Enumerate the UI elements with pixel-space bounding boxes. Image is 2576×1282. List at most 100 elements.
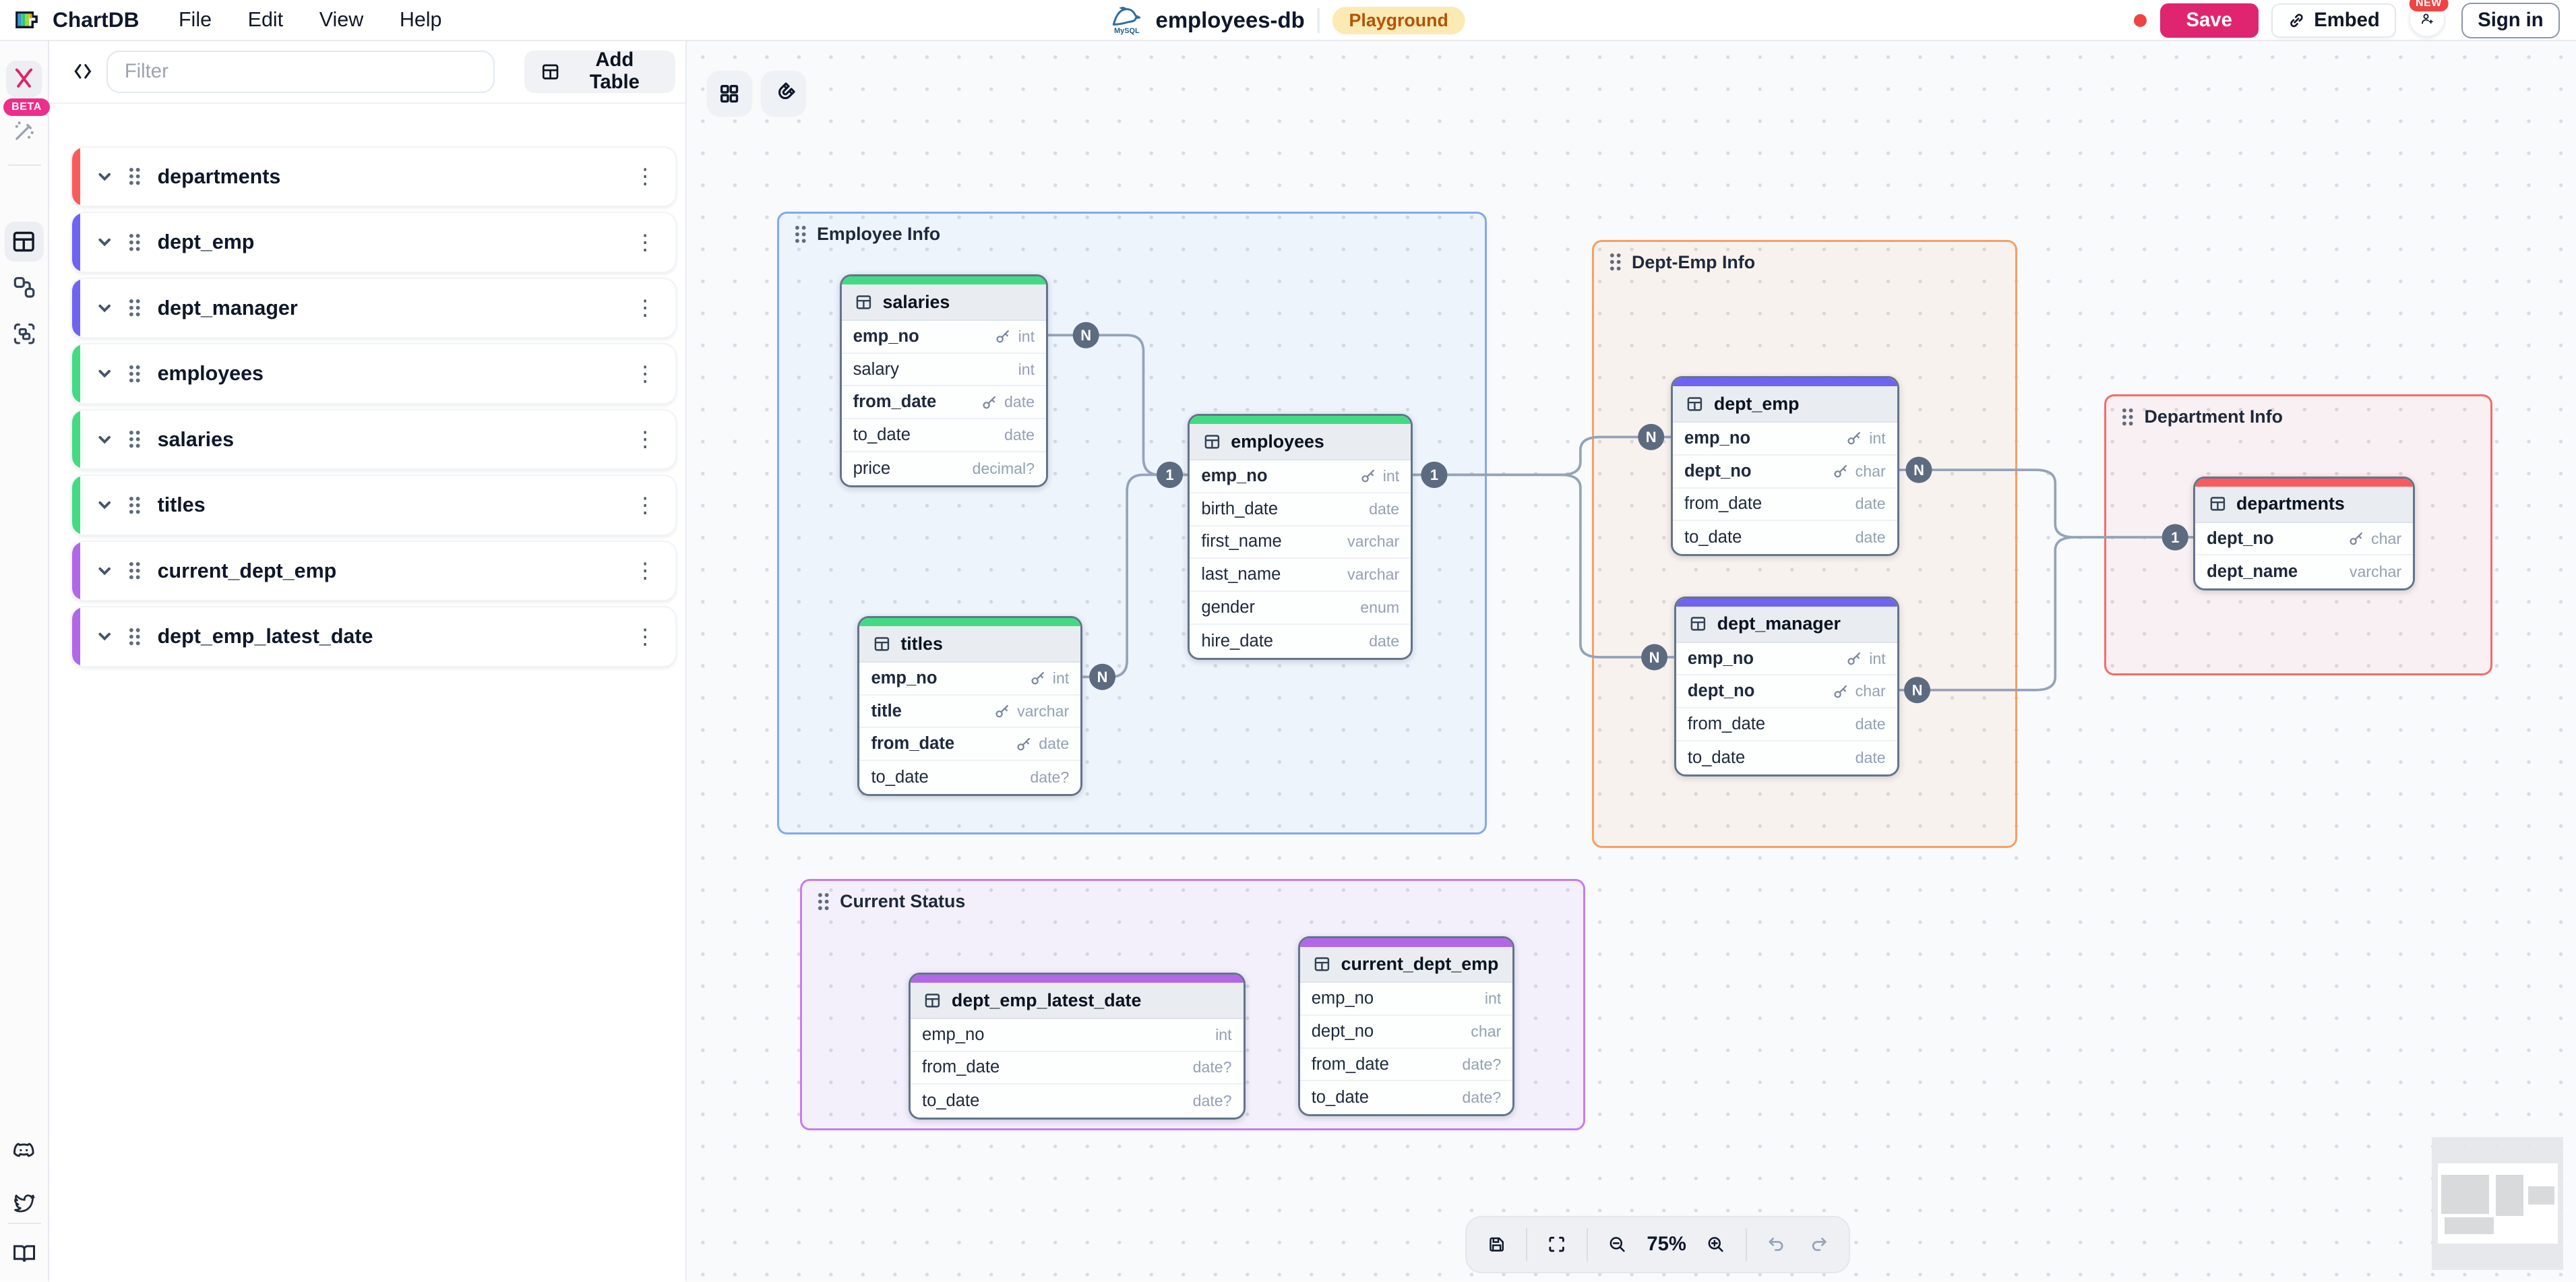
table-header[interactable]: dept_manager (1676, 607, 1897, 643)
table-header[interactable]: current_dept_emp (1299, 946, 1513, 983)
kebab-menu-icon[interactable]: ⋮ (634, 558, 656, 583)
drag-handle-icon[interactable] (128, 561, 142, 580)
table-header[interactable]: dept_emp (1672, 386, 1897, 423)
sidebar-table-item-employees[interactable]: employees⋮ (70, 343, 677, 404)
kebab-menu-icon[interactable]: ⋮ (634, 623, 656, 648)
redo-icon[interactable] (1800, 1225, 1839, 1264)
zoom-in-icon[interactable] (1696, 1225, 1736, 1264)
layout-grid-button[interactable] (708, 72, 751, 115)
relationships-panel-icon[interactable] (4, 268, 44, 307)
field-meta: date (1856, 495, 1886, 513)
area-title: Current Status (840, 890, 966, 911)
chevron-down-icon[interactable] (96, 563, 113, 579)
code-view-icon[interactable] (72, 61, 94, 82)
kebab-menu-icon[interactable]: ⋮ (634, 361, 656, 386)
field-name: to_date (871, 768, 929, 787)
chevron-down-icon[interactable] (96, 628, 113, 644)
table-header[interactable]: departments (2195, 487, 2414, 523)
field-name: emp_no (1687, 648, 1754, 668)
chevron-down-icon[interactable] (96, 169, 113, 185)
magic-wand-icon[interactable] (6, 113, 42, 150)
drag-handle-icon[interactable] (128, 495, 142, 515)
menu-item-file[interactable]: File (178, 7, 212, 31)
chevron-down-icon[interactable] (96, 365, 113, 381)
sidebar-table-item-titles[interactable]: titles⋮ (70, 475, 677, 536)
menu-item-help[interactable]: Help (399, 7, 442, 31)
unsaved-changes-dot (2133, 13, 2147, 28)
kebab-menu-icon[interactable]: ⋮ (634, 492, 656, 517)
table-header[interactable]: dept_emp_latest_date (910, 983, 1244, 1019)
key-icon (1016, 736, 1032, 752)
chevron-down-icon[interactable] (96, 431, 113, 448)
undo-icon[interactable] (1756, 1225, 1796, 1264)
save-diagram-icon[interactable] (1477, 1225, 1516, 1264)
sidebar-table-item-dept_emp_latest_date[interactable]: dept_emp_latest_date⋮ (70, 606, 677, 667)
zoom-level[interactable]: 75% (1647, 1233, 1686, 1255)
table-header[interactable]: titles (859, 626, 1081, 663)
area-label: Employee Info (779, 214, 1485, 245)
drag-handle-icon[interactable] (128, 233, 142, 252)
kebab-menu-icon[interactable]: ⋮ (634, 229, 656, 254)
twitter-icon[interactable] (4, 1184, 44, 1224)
table-header[interactable]: salaries (841, 284, 1047, 321)
field-meta: varchar (1347, 532, 1399, 551)
field-meta: char (1471, 1022, 1501, 1041)
drag-handle-icon[interactable] (2121, 407, 2135, 427)
sign-in-button[interactable]: Sign in (2461, 2, 2560, 39)
field-name: first_name (1201, 532, 1282, 551)
field-meta: date (1856, 715, 1886, 733)
add-table-button[interactable]: Add Table (524, 49, 676, 93)
drag-handle-icon[interactable] (128, 429, 142, 449)
chevron-down-icon[interactable] (96, 300, 113, 316)
field-name: dept_no (1687, 681, 1755, 701)
filter-input[interactable] (106, 50, 495, 93)
embed-button[interactable]: Embed (2271, 3, 2396, 38)
drag-handle-icon[interactable] (128, 627, 142, 646)
drag-handle-icon[interactable] (128, 298, 142, 317)
drag-handle-icon[interactable] (1609, 252, 1622, 272)
kebab-menu-icon[interactable]: ⋮ (634, 295, 656, 320)
field-type: date? (1462, 1055, 1502, 1073)
fit-view-icon[interactable] (1537, 1225, 1577, 1264)
sidebar-table-item-departments[interactable]: departments⋮ (70, 146, 677, 208)
kebab-menu-icon[interactable]: ⋮ (634, 164, 656, 189)
field-type: char (1855, 682, 1886, 700)
zoom-out-icon[interactable] (1597, 1225, 1637, 1264)
drag-handle-icon[interactable] (128, 166, 142, 186)
chevron-down-icon[interactable] (96, 234, 113, 250)
sidebar-table-item-salaries[interactable]: salaries⋮ (70, 408, 677, 470)
snap-magnet-button[interactable] (762, 72, 805, 115)
sidebar-table-item-dept_manager[interactable]: dept_manager⋮ (70, 277, 677, 339)
editor-tools-icon[interactable] (5, 61, 42, 97)
drag-handle-icon[interactable] (817, 892, 830, 911)
docs-book-icon[interactable] (4, 1234, 44, 1274)
drag-handle-icon[interactable] (128, 364, 142, 384)
chevron-down-icon[interactable] (96, 497, 113, 513)
sidebar-table-item-dept_emp[interactable]: dept_emp⋮ (70, 212, 677, 273)
field-type: varchar (1347, 566, 1400, 584)
save-button[interactable]: Save (2159, 3, 2259, 38)
menu-item-view[interactable]: View (319, 7, 364, 31)
table-icon (855, 293, 873, 311)
diagram-name[interactable]: employees-db (1155, 7, 1305, 33)
minimap[interactable] (2431, 1136, 2563, 1271)
discord-icon[interactable] (4, 1132, 44, 1171)
drag-handle-icon[interactable] (794, 224, 807, 244)
areas-panel-icon[interactable] (4, 314, 44, 354)
tables-panel-icon[interactable] (4, 222, 44, 262)
menu-item-edit[interactable]: Edit (247, 7, 284, 31)
table-header[interactable]: employees (1190, 424, 1411, 461)
sidebar-table-item-current_dept_emp[interactable]: current_dept_emp⋮ (70, 540, 677, 602)
kebab-menu-icon[interactable]: ⋮ (634, 427, 656, 452)
